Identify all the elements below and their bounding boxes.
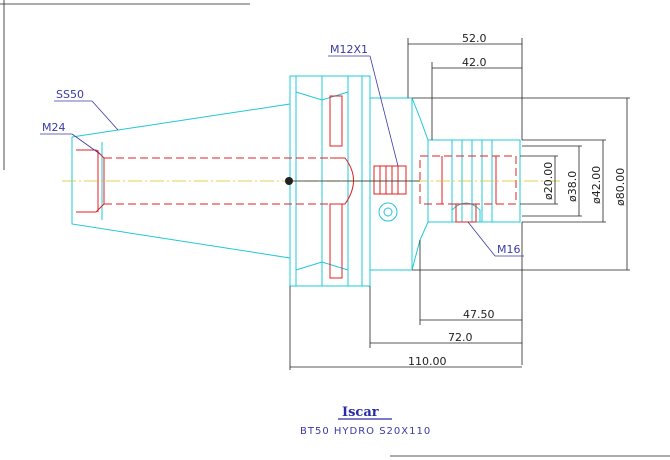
dim-42: 42.0 [462,56,487,69]
drawing-title: BT50 HYDRO S20X110 [300,426,431,437]
dim-110: 110.00 [408,355,447,368]
bore-hidden [419,155,517,205]
brand-logo: Iscar [342,405,379,420]
hidden-lines [76,95,517,279]
dim-47-50: 47.50 [463,308,495,321]
dim-dia80: ø80.00 [614,168,627,206]
callout-m12x1: M12X1 [330,43,368,56]
dim-52: 52.0 [462,32,487,45]
title-block: Iscar BT50 HYDRO S20X110 [300,405,431,437]
neck-outline [370,97,413,271]
dim-dia38: ø38.0 [566,171,579,202]
dim-72: 72.0 [448,331,473,344]
origin-marker [285,177,293,185]
pull-stud-bore [330,157,354,205]
callouts: SS50 M24 M12X1 M16 [40,43,524,257]
dim-dia20: ø20.00 [542,162,555,200]
dimensions: 52.0 42.0 47.50 72.0 110.00 ø20.00 ø38.0… [289,32,630,370]
dim-dia42: ø42.00 [590,166,603,204]
coolant-port [378,202,398,222]
m16-pocket [451,202,481,222]
callout-ss50: SS50 [56,88,84,101]
m24-thread-hidden [76,149,105,213]
callout-m16: M16 [497,243,521,256]
callout-m24: M24 [42,121,66,134]
m12-thread-hidden [373,165,407,195]
